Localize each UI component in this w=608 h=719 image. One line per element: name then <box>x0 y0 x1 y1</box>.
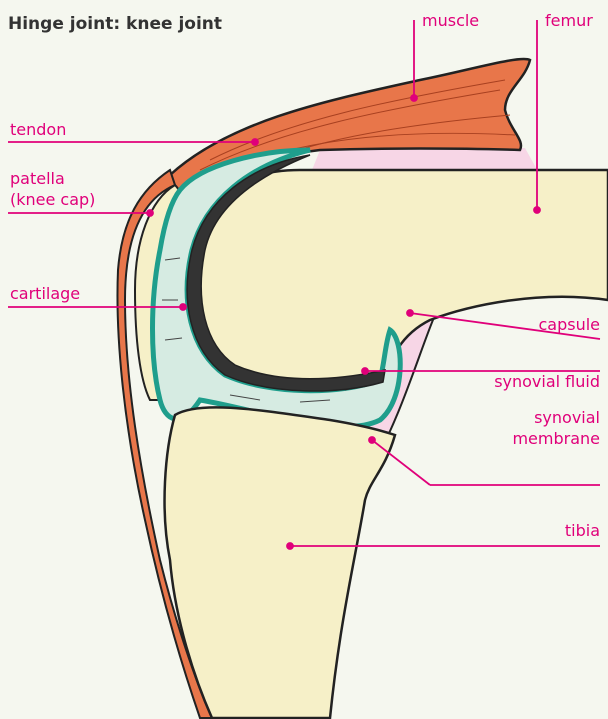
label-femur: femur <box>545 12 593 30</box>
label-synovial-fluid: synovial fluid <box>494 373 600 391</box>
label-cartilage: cartilage <box>10 285 80 303</box>
label-capsule: capsule <box>538 316 600 334</box>
label-patella-line1: patella <box>10 170 65 188</box>
label-synovial-membrane-line2: membrane <box>512 430 600 448</box>
label-muscle: muscle <box>422 12 479 30</box>
tibia-bone <box>165 407 395 718</box>
label-patella-line2: (knee cap) <box>10 191 95 209</box>
label-synovial-membrane-line1: synovial <box>534 409 600 427</box>
label-tibia: tibia <box>565 522 600 540</box>
label-tendon: tendon <box>10 121 66 139</box>
